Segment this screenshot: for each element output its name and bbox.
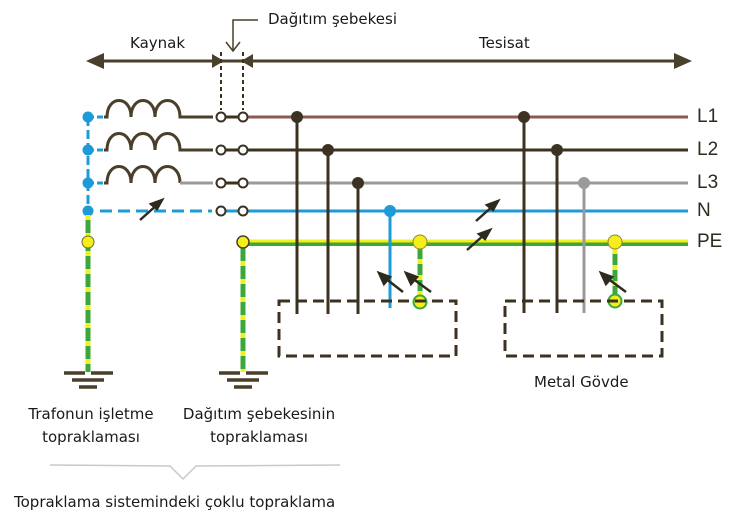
load1-drops	[291, 111, 428, 314]
bus-label-n: N	[697, 200, 711, 221]
grounding-source-line1: Trafonun işletme	[28, 405, 154, 423]
terminal	[237, 111, 249, 123]
arrowhead-installation-start	[241, 54, 253, 68]
junction-l2	[322, 144, 334, 156]
junction-pe	[412, 234, 428, 250]
metal-body-label: Metal Gövde	[534, 373, 629, 391]
arrowhead-left	[86, 53, 104, 69]
terminal	[215, 111, 227, 123]
star-node	[82, 144, 94, 156]
arrowhead-source-end	[212, 54, 224, 68]
terminal	[237, 205, 249, 217]
arrow-icon	[148, 197, 165, 211]
grounding-source-label: Trafonun işletme topraklaması	[22, 405, 160, 447]
load1-enclosure	[277, 299, 458, 358]
ground-conductors	[81, 215, 250, 372]
junction-pe	[607, 234, 623, 250]
terminal	[237, 144, 249, 156]
star-node	[82, 177, 94, 189]
bus-label-l2: L2	[697, 139, 719, 160]
installation-label: Tesisat	[479, 34, 530, 52]
pe-node-distribution	[236, 235, 250, 249]
star-node	[82, 205, 94, 217]
grounding-distribution-label: Dağıtım şebekesinin topraklaması	[178, 405, 340, 447]
coil-l3	[104, 165, 182, 185]
grounding-source-line2: topraklaması	[42, 428, 140, 446]
current-arrows	[139, 197, 627, 294]
transformer-coils	[104, 99, 213, 185]
transformer-neutral-link	[82, 111, 212, 217]
coil-l1	[104, 99, 213, 119]
bus-label-pe: PE	[697, 231, 723, 252]
arrow-icon	[403, 270, 420, 287]
arrow-icon	[376, 270, 393, 287]
load2-enclosure-metal-body	[503, 299, 664, 358]
arrow-icon	[598, 270, 615, 287]
arrowhead-right	[674, 53, 692, 69]
arrow-icon	[484, 198, 501, 212]
earth-symbol-distribution	[219, 371, 268, 389]
arrow-icon	[476, 227, 493, 241]
junction-l1	[518, 111, 530, 123]
bus-lines	[225, 115, 688, 246]
terminal	[215, 205, 227, 217]
distribution-label: Dağıtım şebekesi	[268, 10, 398, 28]
coil-l2	[104, 132, 213, 152]
diagram-title: Topraklama sistemindeki çoklu topraklama	[14, 493, 336, 511]
terminal	[215, 177, 227, 189]
junction-n	[384, 205, 396, 217]
bus-label-l3: L3	[697, 172, 719, 193]
grounding-distribution-line2: topraklaması	[210, 428, 308, 446]
pe-node-source	[81, 235, 95, 249]
star-node	[82, 111, 94, 123]
source-label: Kaynak	[130, 34, 186, 52]
terminals	[215, 111, 249, 217]
distribution-pointer-head	[225, 41, 241, 53]
dimension-arrows	[86, 19, 692, 110]
grounding-distribution-line1: Dağıtım şebekesinin	[182, 405, 336, 423]
distribution-pointer	[232, 19, 258, 50]
terminal	[215, 144, 227, 156]
terminal	[237, 177, 249, 189]
grouping-brace	[49, 464, 341, 481]
earth-symbol-source	[64, 371, 113, 389]
junction-l1	[291, 111, 303, 123]
load2-drops	[518, 111, 623, 313]
bus-label-l1: L1	[697, 106, 719, 127]
junction-l3	[578, 177, 590, 189]
junction-l3	[352, 177, 364, 189]
junction-l2	[551, 144, 563, 156]
